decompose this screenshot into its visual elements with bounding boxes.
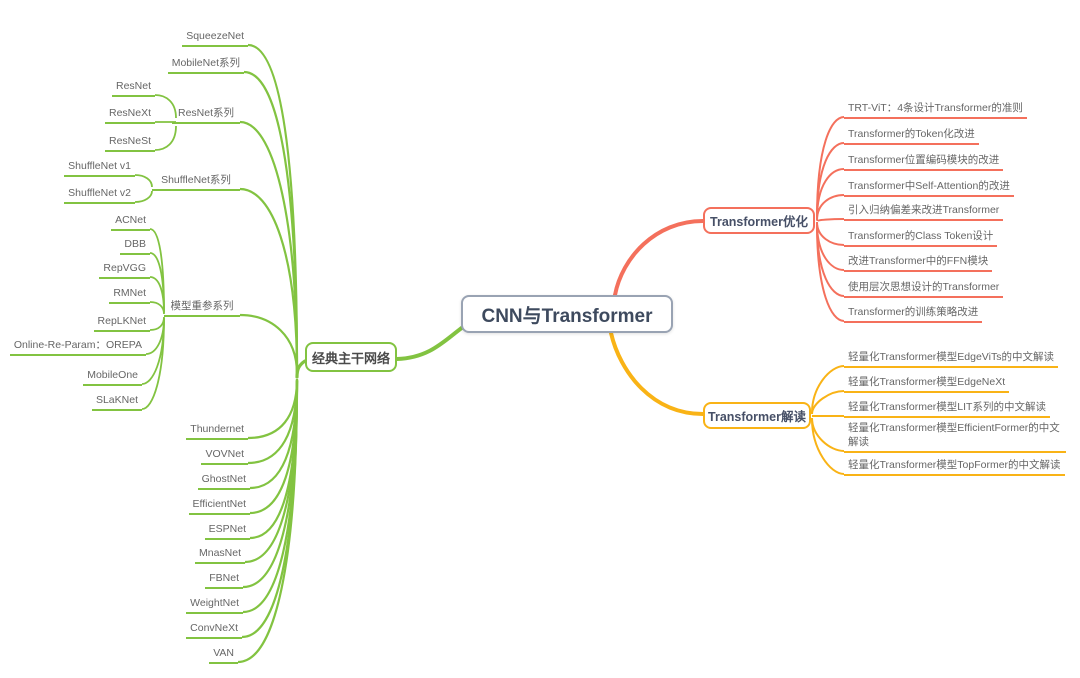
branch-line — [154, 125, 177, 151]
branch-line — [816, 221, 845, 246]
node-resnet-series[interactable]: ResNet系列 — [172, 104, 240, 124]
branch-line — [816, 116, 845, 219]
node-squeezenet[interactable]: SqueezeNet — [182, 27, 248, 47]
node-training-strategy[interactable]: Transformer的训练策略改进 — [844, 303, 983, 323]
branch-line — [149, 316, 165, 331]
branch-line — [395, 325, 465, 361]
node-rmnet[interactable]: RMNet — [109, 284, 150, 304]
node-transformer-optimization[interactable]: Transformer优化 — [703, 207, 815, 234]
node-self-attention-improvement[interactable]: Transformer中Self-Attention的改进 — [844, 177, 1014, 197]
node-mobileone[interactable]: MobileOne — [83, 366, 142, 386]
branch-line — [141, 317, 165, 410]
node-edgevits[interactable]: 轻量化Transformer模型EdgeViTs的中文解读 — [844, 348, 1058, 368]
branch-line — [613, 219, 705, 297]
node-root[interactable]: CNN与Transformer — [461, 295, 673, 333]
node-trt-vit-principles[interactable]: TRT-ViT：4条设计Transformer的准则 — [844, 99, 1027, 119]
node-slaknet[interactable]: SLaKNet — [91, 391, 142, 411]
branch-line — [149, 228, 165, 313]
branch-line — [609, 331, 705, 416]
node-edgenext[interactable]: 轻量化Transformer模型EdgeNeXt — [844, 373, 1010, 393]
node-resnest[interactable]: ResNeSt — [104, 132, 155, 152]
branch-line — [811, 418, 845, 475]
node-convnext[interactable]: ConvNeXt — [186, 619, 242, 639]
node-inductive-bias[interactable]: 引入归纳偏差来改进Transformer — [844, 201, 1004, 221]
node-replknet[interactable]: RepLKNet — [93, 312, 150, 332]
node-lit-series[interactable]: 轻量化Transformer模型LIT系列的中文解读 — [844, 398, 1050, 418]
branch-line — [237, 380, 299, 664]
branch-line — [811, 390, 845, 415]
node-acnet[interactable]: ACNet — [111, 211, 150, 231]
node-transformer-review[interactable]: Transformer解读 — [703, 402, 811, 429]
node-shufflenet-series[interactable]: ShuffleNet系列 — [152, 171, 240, 191]
node-efficientnet[interactable]: EfficientNet — [188, 495, 250, 515]
node-shufflenet-v2[interactable]: ShuffleNet v2 — [64, 184, 135, 204]
node-mnasnet[interactable]: MnasNet — [194, 544, 245, 564]
branch-line — [816, 218, 845, 222]
branch-line — [295, 359, 307, 379]
node-class-token-design[interactable]: Transformer的Class Token设计 — [844, 227, 998, 247]
node-van[interactable]: VAN — [209, 644, 238, 664]
node-orepa[interactable]: Online-Re-Param：OREPA — [9, 336, 146, 356]
node-topformer[interactable]: 轻量化Transformer模型TopFormer的中文解读 — [844, 456, 1065, 476]
node-repvgg[interactable]: RepVGG — [99, 259, 150, 279]
node-reparam-series[interactable]: 模型重参系列 — [164, 297, 240, 317]
node-shufflenet-v1[interactable]: ShuffleNet v1 — [64, 157, 135, 177]
branch-line — [816, 194, 845, 221]
node-classic-backbones[interactable]: 经典主干网络 — [305, 342, 397, 372]
node-resnet[interactable]: ResNet — [111, 77, 155, 97]
branch-line — [149, 301, 165, 315]
branch-line — [239, 187, 299, 374]
branch-line — [243, 70, 299, 373]
node-thundernet[interactable]: Thundernet — [186, 420, 248, 440]
node-efficientformer[interactable]: 轻量化Transformer模型EfficientFormer的中文解读 — [844, 419, 1066, 453]
branch-line — [154, 94, 177, 119]
branch-line — [816, 223, 845, 322]
node-hierarchical-design[interactable]: 使用层次思想设计的Transformer — [844, 278, 1004, 298]
node-fbnet[interactable]: FBNet — [205, 569, 243, 589]
branch-line — [149, 276, 165, 314]
node-dbb[interactable]: DBB — [120, 235, 150, 255]
branch-line — [239, 313, 299, 375]
node-ffn-improvement[interactable]: 改进Transformer中的FFN模块 — [844, 252, 993, 272]
node-mobilenet-series[interactable]: MobileNet系列 — [167, 54, 244, 74]
node-resnext[interactable]: ResNeXt — [104, 104, 155, 124]
node-espnet[interactable]: ESPNet — [204, 520, 250, 540]
branch-line — [816, 168, 845, 220]
branch-line — [134, 190, 153, 203]
node-positional-encoding-improvement[interactable]: Transformer位置编码模块的改进 — [844, 151, 1004, 171]
node-weightnet[interactable]: WeightNet — [186, 594, 243, 614]
node-tokenization-improvement[interactable]: Transformer的Token化改进 — [844, 125, 979, 145]
node-vovnet[interactable]: VOVNet — [201, 445, 248, 465]
branch-line — [134, 174, 153, 188]
node-ghostnet[interactable]: GhostNet — [197, 470, 250, 490]
branch-line — [811, 365, 845, 414]
